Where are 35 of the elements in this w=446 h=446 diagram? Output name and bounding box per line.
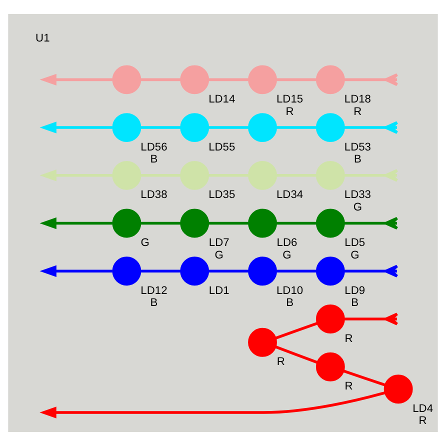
node-label: LD1 <box>208 284 230 297</box>
node-label: LD53 <box>344 141 371 154</box>
node-label: LD18 <box>344 94 371 106</box>
node-label: B <box>351 297 359 310</box>
node-label: LD34 <box>276 189 304 202</box>
node-label: LD38 <box>140 189 168 202</box>
node-label: B <box>286 297 294 310</box>
node-label: LD4 <box>412 402 434 415</box>
node-label: R <box>354 106 362 118</box>
node-label: G <box>350 249 360 262</box>
node-label: R <box>276 356 285 368</box>
node-label: B <box>150 297 158 310</box>
node-label: LD33 <box>344 189 371 202</box>
node-label: B <box>150 154 158 166</box>
node-label: G <box>353 201 362 214</box>
node-label: LD9 <box>344 284 366 297</box>
node-label: LD6 <box>276 237 298 250</box>
node-label: LD14 <box>208 94 236 106</box>
node-label: G <box>214 249 224 262</box>
node-label: R <box>418 415 427 428</box>
node-label: R <box>286 106 294 118</box>
node-label: G <box>140 237 150 250</box>
node-label: R <box>344 332 353 345</box>
node-label: R <box>344 380 353 393</box>
node-label: LD10 <box>276 284 304 297</box>
node-label: LD15 <box>276 94 304 106</box>
node-label: LD56 <box>140 141 168 154</box>
node-label: B <box>354 154 362 166</box>
node-label: LD55 <box>208 141 236 154</box>
node-label: LD12 <box>140 284 168 297</box>
label: U1 <box>36 32 50 44</box>
node-label: LD35 <box>208 189 236 202</box>
node-label: LD5 <box>344 237 366 250</box>
node-label: LD7 <box>208 237 230 250</box>
node-label: G <box>282 249 292 262</box>
